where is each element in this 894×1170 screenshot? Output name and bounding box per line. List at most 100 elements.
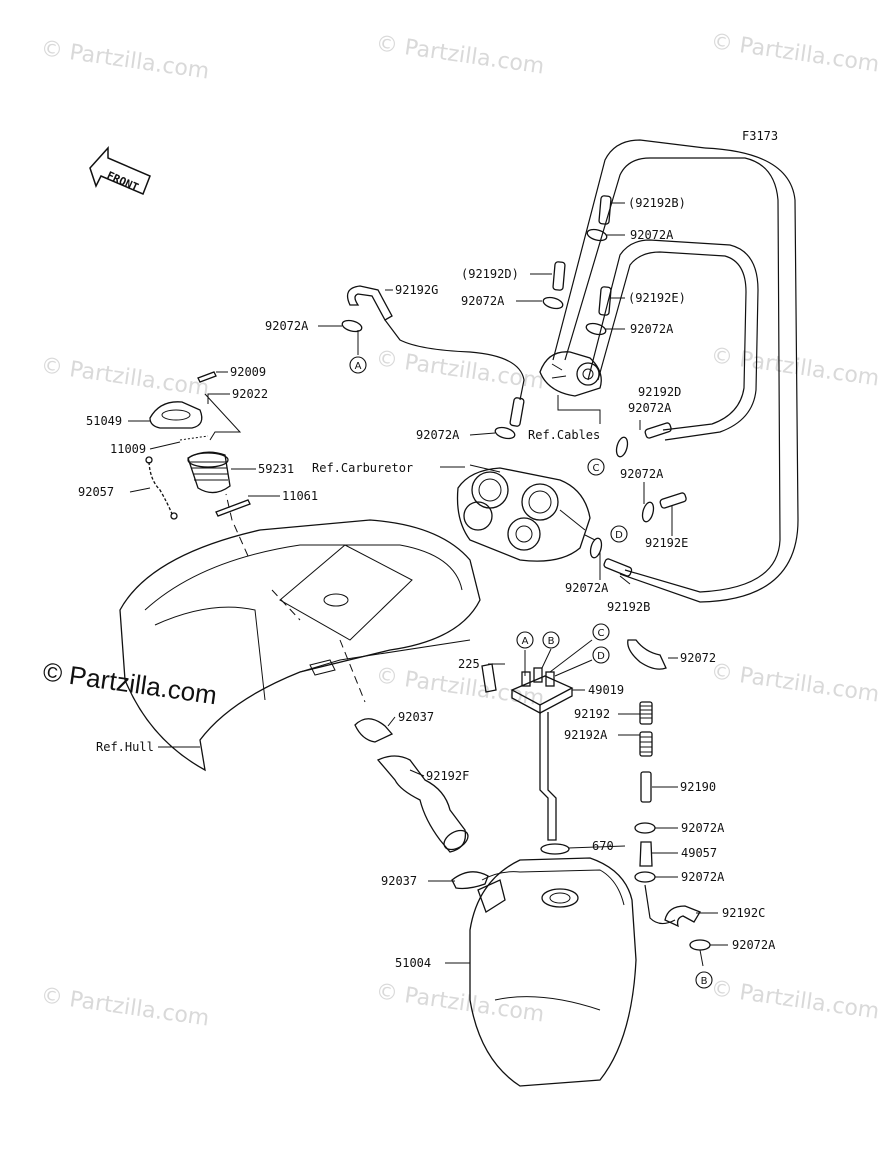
connector-B-label: B bbox=[701, 976, 708, 987]
connector-A-label: A bbox=[522, 636, 529, 647]
hose-92192E-top bbox=[598, 286, 612, 316]
hose-92192D-top bbox=[552, 261, 566, 291]
part-label: 59231 bbox=[258, 462, 294, 476]
watermark: © Partzilla.com bbox=[709, 659, 881, 707]
connector-A-icon bbox=[516, 631, 534, 649]
watermark: © Partzilla.com bbox=[39, 983, 211, 1031]
part-label: 92009 bbox=[230, 365, 266, 379]
watermark: © Partzilla.com bbox=[709, 29, 881, 77]
part-label: 92072A bbox=[461, 294, 505, 308]
part-label: 92057 bbox=[78, 485, 114, 499]
part-label: 92072A bbox=[630, 322, 674, 336]
hose-92192D bbox=[644, 422, 672, 439]
part-label: 92072A bbox=[681, 870, 725, 884]
part-label: 92037 bbox=[381, 874, 417, 888]
filler-assembly bbox=[145, 371, 251, 520]
part-label: 92192G bbox=[395, 283, 438, 297]
watermark: © Partzilla.com bbox=[709, 343, 881, 391]
part-label: 49019 bbox=[588, 683, 624, 697]
hose-92192B bbox=[603, 558, 633, 577]
connector-markers: A C D A B C D B bbox=[349, 356, 713, 989]
part-label: 92192F bbox=[426, 769, 469, 783]
ref-carburetor-label: Ref.Carburetor bbox=[312, 461, 413, 475]
hose-92192 bbox=[639, 701, 653, 725]
part-label: 92192E bbox=[645, 536, 688, 550]
fuel-tank bbox=[469, 857, 637, 1087]
clamp-icon bbox=[494, 426, 516, 440]
connector-C-label: C bbox=[598, 628, 605, 639]
part-label: 670 bbox=[592, 839, 614, 853]
part-label: 92192C bbox=[722, 906, 765, 920]
connector-B-icon bbox=[695, 971, 713, 989]
clamp-icon bbox=[689, 939, 711, 951]
watermark-large: © Partzilla.com bbox=[41, 656, 219, 710]
ref-cables-label: Ref.Cables bbox=[528, 428, 600, 442]
connector-D-icon bbox=[592, 646, 610, 664]
connector-A-label: A bbox=[355, 361, 362, 372]
part-label: 92072 bbox=[680, 651, 716, 665]
watermark-layer: © Partzilla.com © Partzilla.com © Partzi… bbox=[39, 29, 881, 1031]
connector-D-label: D bbox=[615, 530, 623, 541]
fuel-cock bbox=[539, 351, 602, 397]
part-label: 92192 bbox=[574, 707, 610, 721]
part-label: 225 bbox=[458, 657, 480, 671]
clamp-icon bbox=[589, 537, 603, 559]
connector-C-icon bbox=[592, 623, 610, 641]
part-label: 51049 bbox=[86, 414, 122, 428]
part-label: 92037 bbox=[398, 710, 434, 724]
hull bbox=[119, 493, 481, 772]
connector-C-label: C bbox=[593, 463, 600, 474]
part-label: 92022 bbox=[232, 387, 268, 401]
part-label: 92072A bbox=[732, 938, 776, 952]
part-label: 11061 bbox=[282, 489, 318, 503]
part-label: 92192D bbox=[638, 385, 681, 399]
part-label: 51004 bbox=[395, 956, 431, 970]
part-label: 92072A bbox=[628, 401, 672, 415]
watermark: © Partzilla.com bbox=[709, 976, 881, 1024]
watermark: © Partzilla.com bbox=[374, 31, 546, 79]
part-label: (92192B) bbox=[628, 196, 686, 210]
part-label: (92192E) bbox=[628, 291, 686, 305]
watermark: © Partzilla.com bbox=[374, 979, 546, 1027]
hose-92192E bbox=[659, 492, 687, 509]
clamp-icon bbox=[542, 296, 564, 310]
hose-92192B-top bbox=[598, 195, 612, 225]
clamp-icon bbox=[585, 322, 607, 336]
part-label: 92072A bbox=[681, 821, 725, 835]
fitting-49057 bbox=[639, 841, 653, 867]
part-label: 92190 bbox=[680, 780, 716, 794]
clamp-icon bbox=[634, 822, 656, 834]
ref-hull-label: Ref.Hull bbox=[96, 740, 154, 754]
front-arrow-icon: FRONT bbox=[89, 146, 151, 195]
hose-92190 bbox=[640, 771, 652, 803]
part-label: (92192D) bbox=[461, 267, 519, 281]
hose-92192G bbox=[346, 285, 525, 427]
watermark: © Partzilla.com bbox=[39, 353, 211, 401]
hose-92192A bbox=[639, 731, 653, 757]
connector-B-icon bbox=[542, 631, 560, 649]
part-label: 92072A bbox=[630, 228, 674, 242]
part-label: 92072A bbox=[265, 319, 309, 333]
part-label: 92072A bbox=[620, 467, 664, 481]
fuel-pickup bbox=[481, 663, 574, 855]
part-labels: (92192B) 92072A (92192D) 92072A (92192E)… bbox=[78, 196, 776, 970]
connector-B-label: B bbox=[548, 636, 555, 647]
connector-C-icon bbox=[587, 458, 605, 476]
figure-code: F3173 bbox=[742, 129, 778, 143]
clamp-icon bbox=[586, 228, 608, 242]
connector-D-icon bbox=[610, 525, 628, 543]
connector-A-icon bbox=[349, 356, 367, 374]
connector-D-label: D bbox=[597, 651, 605, 662]
part-label: 92072A bbox=[416, 428, 460, 442]
clamp-icon bbox=[641, 501, 655, 523]
part-label: 49057 bbox=[681, 846, 717, 860]
part-label: 92192B bbox=[607, 600, 650, 614]
hose-segments bbox=[552, 195, 687, 577]
clamp-icon bbox=[341, 319, 363, 333]
clamp-icon bbox=[615, 436, 629, 458]
right-column-parts bbox=[639, 701, 701, 928]
clamp-92072-icon bbox=[627, 639, 667, 670]
hose-loops bbox=[552, 139, 799, 603]
